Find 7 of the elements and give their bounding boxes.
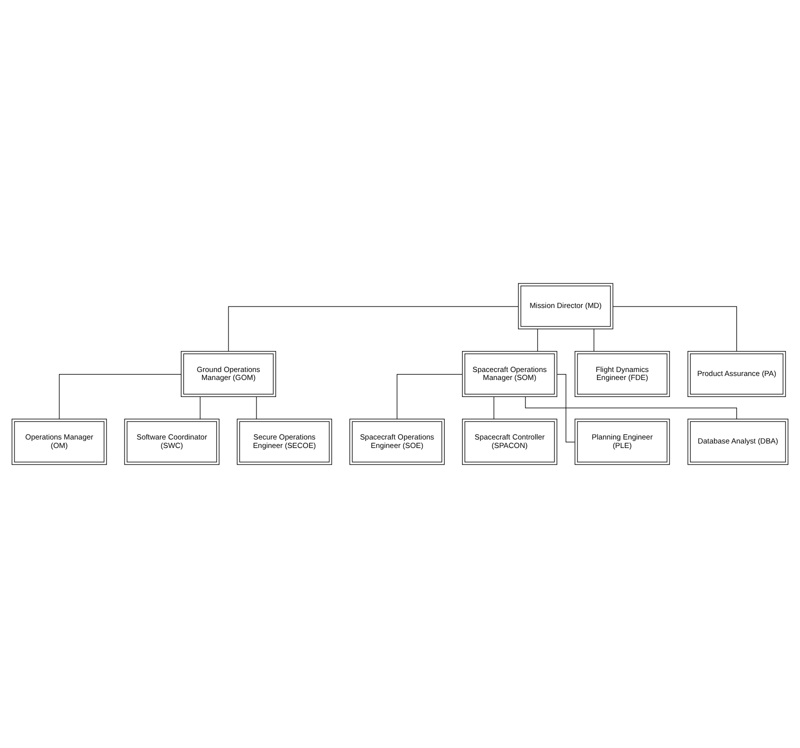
connector	[228, 306, 519, 352]
connector	[556, 374, 576, 442]
connector	[256, 396, 257, 420]
connector	[612, 306, 737, 352]
connector	[396, 374, 463, 420]
connector	[58, 374, 182, 420]
connector	[537, 328, 538, 352]
